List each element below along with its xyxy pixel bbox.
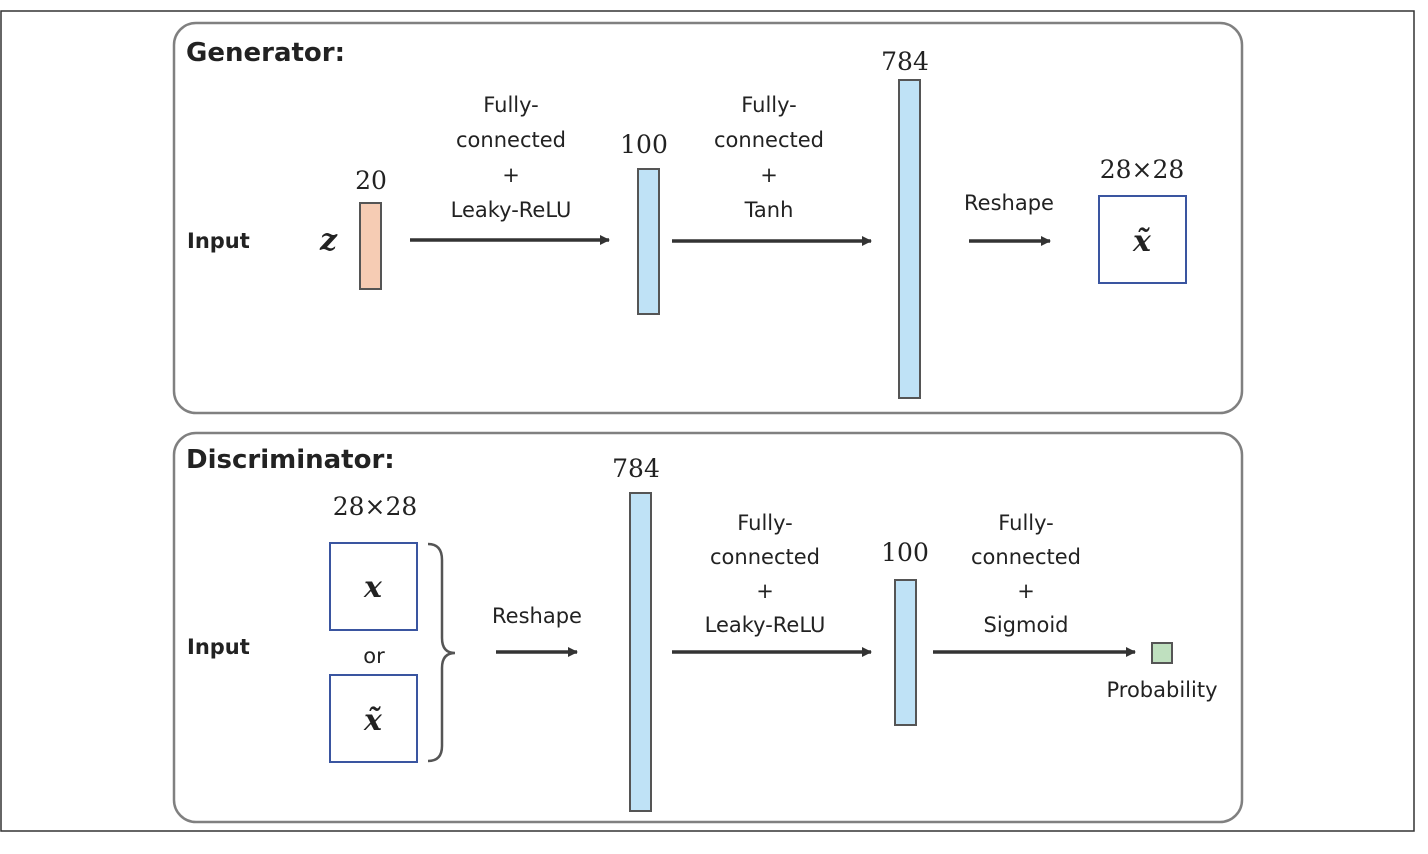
z-symbol: z [319,223,338,258]
gen-output-layer [898,79,921,399]
gen-step1-line3: + [502,163,520,187]
disc-input-brace [427,542,456,763]
z-vector [359,202,382,290]
generator-panel-border [172,21,1244,415]
disc-step1-line2: connected [710,545,820,569]
outer-frame [0,10,1415,832]
disc-input-label: Input [187,635,250,659]
disc-reshape-label: Reshape [492,604,582,628]
disc-real-image-box [329,542,418,631]
disc-step2-line4: Sigmoid [984,613,1069,637]
gen-step2-line4: Tanh [744,198,794,222]
disc-flat-layer [629,492,652,812]
disc-step2-line1: Fully- [998,511,1054,535]
gen-step1-line4: Leaky-ReLU [451,198,572,222]
disc-step1-line1: Fully- [737,511,793,535]
gen-step1-line1: Fully- [483,93,539,117]
gen-step2-line3: + [760,163,778,187]
disc-real-symbol: x [363,570,383,605]
gen-hidden-layer [637,168,660,315]
gen-image-box [1098,195,1187,284]
gen-step2-line2: connected [714,128,824,152]
disc-probability-label: Probability [1106,678,1217,702]
gen-step1-line2: connected [456,128,566,152]
generator-panel: Generator: Input z 20 Fully- connected +… [172,21,1244,415]
disc-hidden-size-label: 100 [881,538,929,567]
generator-title: Generator: [186,38,345,68]
gen-output-size-label: 784 [881,47,929,76]
gen-reshape-label: Reshape [964,191,1054,215]
disc-fake-image-box [329,674,418,763]
gen-image-size-label: 28×28 [1100,155,1185,184]
disc-hidden-layer [894,579,917,726]
disc-fake-symbol: x̃ [363,703,383,738]
disc-step1-line4: Leaky-ReLU [705,613,826,637]
generator-input-label: Input [187,229,250,253]
disc-probability-unit [1151,642,1173,664]
discriminator-panel: Discriminator: Input 28×28 x or x̃ Resha… [172,431,1244,824]
discriminator-title: Discriminator: [186,445,395,475]
disc-flat-size-label: 784 [612,454,660,483]
disc-step2-line3: + [1017,579,1035,603]
disc-or-label: or [363,644,385,668]
gen-hidden-size-label: 100 [620,130,668,159]
disc-image-size-label: 28×28 [333,492,418,521]
z-size-label: 20 [355,166,387,195]
gen-step2-line1: Fully- [741,93,797,117]
disc-step1-line3: + [756,579,774,603]
disc-step2-line2: connected [971,545,1081,569]
gen-image-symbol: x̃ [1132,224,1152,259]
